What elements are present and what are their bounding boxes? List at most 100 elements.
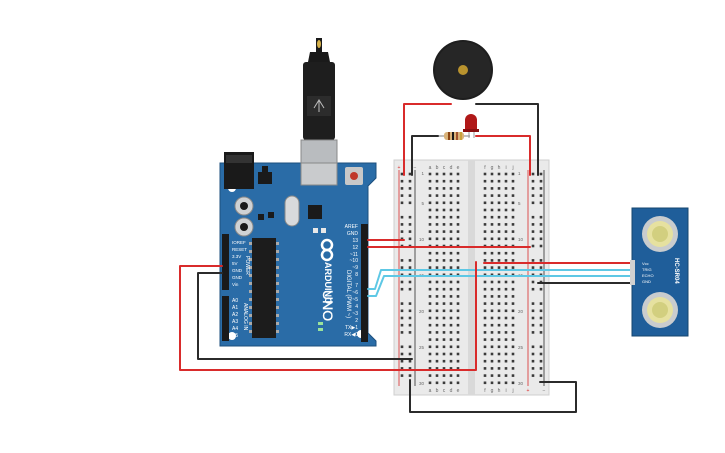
breadboard-hole bbox=[442, 352, 446, 356]
breadboard-hole bbox=[504, 201, 508, 205]
breadboard-hole bbox=[428, 302, 432, 305]
breadboard-hole bbox=[504, 251, 508, 255]
column-letter: i bbox=[505, 388, 506, 394]
breadboard-hole bbox=[456, 302, 460, 305]
breadboard-hole bbox=[497, 259, 501, 262]
breadboard-hole bbox=[539, 187, 543, 190]
breadboard-hole bbox=[456, 359, 460, 363]
breadboard-hole bbox=[435, 316, 439, 320]
row-number: 10 bbox=[518, 237, 524, 242]
breadboard-hole bbox=[428, 338, 432, 341]
breadboard-hole bbox=[456, 345, 460, 349]
breadboard-hole bbox=[539, 302, 543, 305]
column-letter: d bbox=[450, 165, 453, 171]
breadboard-hole bbox=[497, 338, 501, 341]
breadboard-hole bbox=[449, 295, 453, 298]
breadboard-hole bbox=[497, 251, 501, 255]
breadboard-hole bbox=[435, 187, 439, 190]
pin-label: GND bbox=[347, 231, 359, 237]
breadboard-hole bbox=[490, 367, 494, 370]
row-number: 30 bbox=[419, 381, 425, 386]
breadboard-hole bbox=[400, 201, 404, 205]
breadboard-hole bbox=[408, 215, 412, 219]
breadboard-hole bbox=[490, 201, 494, 205]
pin-label: ~11 bbox=[350, 252, 358, 258]
breadboard-hole bbox=[504, 187, 508, 190]
breadboard-hole bbox=[497, 273, 501, 277]
power-gnd-wire bbox=[197, 272, 413, 360]
breadboard-hole bbox=[442, 302, 446, 305]
row-number: 5 bbox=[421, 201, 424, 206]
pin-label: ~5 bbox=[352, 297, 358, 303]
breadboard-hole bbox=[511, 309, 515, 313]
breadboard-hole bbox=[504, 208, 508, 212]
breadboard-hole bbox=[531, 280, 535, 284]
breadboard-hole bbox=[428, 208, 432, 212]
breadboard-hole bbox=[435, 208, 439, 212]
breadboard-hole bbox=[504, 266, 508, 269]
breadboard-hole bbox=[428, 259, 432, 262]
breadboard-hole bbox=[435, 381, 439, 385]
column-letter: b bbox=[436, 388, 439, 394]
breadboard-hole bbox=[449, 230, 453, 233]
breadboard-hole bbox=[531, 215, 535, 219]
breadboard-hole bbox=[456, 316, 460, 320]
breadboard-hole bbox=[531, 273, 535, 277]
breadboard-hole bbox=[435, 273, 439, 277]
breadboard-hole bbox=[428, 215, 432, 219]
sensor-pin-label: TRIG bbox=[642, 267, 652, 272]
ultrasonic-sensor: Vcc TRIG ECHO GND HC-SR04 bbox=[630, 207, 689, 337]
breadboard-hole bbox=[442, 331, 446, 334]
breadboard-hole bbox=[456, 323, 460, 327]
breadboard-hole bbox=[511, 359, 515, 363]
breadboard-hole bbox=[511, 237, 515, 241]
power-header bbox=[222, 234, 229, 290]
breadboard-hole bbox=[456, 187, 460, 190]
breadboard-hole bbox=[428, 251, 432, 255]
breadboard-hole bbox=[428, 266, 432, 269]
breadboard-hole bbox=[483, 259, 487, 262]
breadboard-hole bbox=[456, 374, 460, 377]
breadboard-hole bbox=[449, 208, 453, 212]
breadboard-hole bbox=[428, 374, 432, 377]
breadboard-hole bbox=[442, 194, 446, 197]
breadboard-hole bbox=[539, 323, 543, 327]
breadboard-hole bbox=[456, 172, 460, 176]
column-letter: e bbox=[457, 388, 460, 394]
breadboard-hole bbox=[483, 230, 487, 233]
breadboard-hole bbox=[490, 215, 494, 219]
breadboard-hole bbox=[504, 309, 508, 313]
breadboard-hole bbox=[490, 359, 494, 363]
breadboard-hole bbox=[400, 259, 404, 262]
breadboard-hole bbox=[408, 302, 412, 305]
breadboard-hole bbox=[442, 237, 446, 241]
breadboard-hole bbox=[428, 367, 432, 370]
breadboard-hole bbox=[511, 374, 515, 377]
breadboard-hole bbox=[456, 295, 460, 298]
breadboard-hole bbox=[497, 266, 501, 269]
breadboard-hole bbox=[539, 223, 543, 226]
breadboard-hole bbox=[511, 194, 515, 197]
breadboard-hole bbox=[531, 172, 535, 176]
row-number: 25 bbox=[419, 345, 425, 350]
breadboard-hole bbox=[531, 352, 535, 356]
breadboard-hole bbox=[408, 187, 412, 190]
breadboard-hole bbox=[428, 316, 432, 320]
breadboard-hole bbox=[442, 172, 446, 176]
breadboard-hole bbox=[497, 352, 501, 356]
row-number: 1 bbox=[421, 171, 424, 176]
breadboard-hole bbox=[539, 259, 543, 262]
breadboard-hole bbox=[497, 302, 501, 305]
breadboard-hole bbox=[504, 223, 508, 226]
breadboard-hole bbox=[511, 223, 515, 226]
column-letter: c bbox=[443, 388, 446, 394]
breadboard-hole bbox=[456, 208, 460, 212]
breadboard-hole bbox=[490, 194, 494, 197]
breadboard-hole bbox=[428, 309, 432, 313]
breadboard-hole bbox=[442, 345, 446, 349]
pin-label: IOREF bbox=[232, 240, 246, 245]
breadboard-hole bbox=[539, 367, 543, 370]
breadboard-hole bbox=[449, 367, 453, 370]
breadboard-hole bbox=[511, 187, 515, 190]
pin-label: A4 bbox=[232, 326, 238, 332]
